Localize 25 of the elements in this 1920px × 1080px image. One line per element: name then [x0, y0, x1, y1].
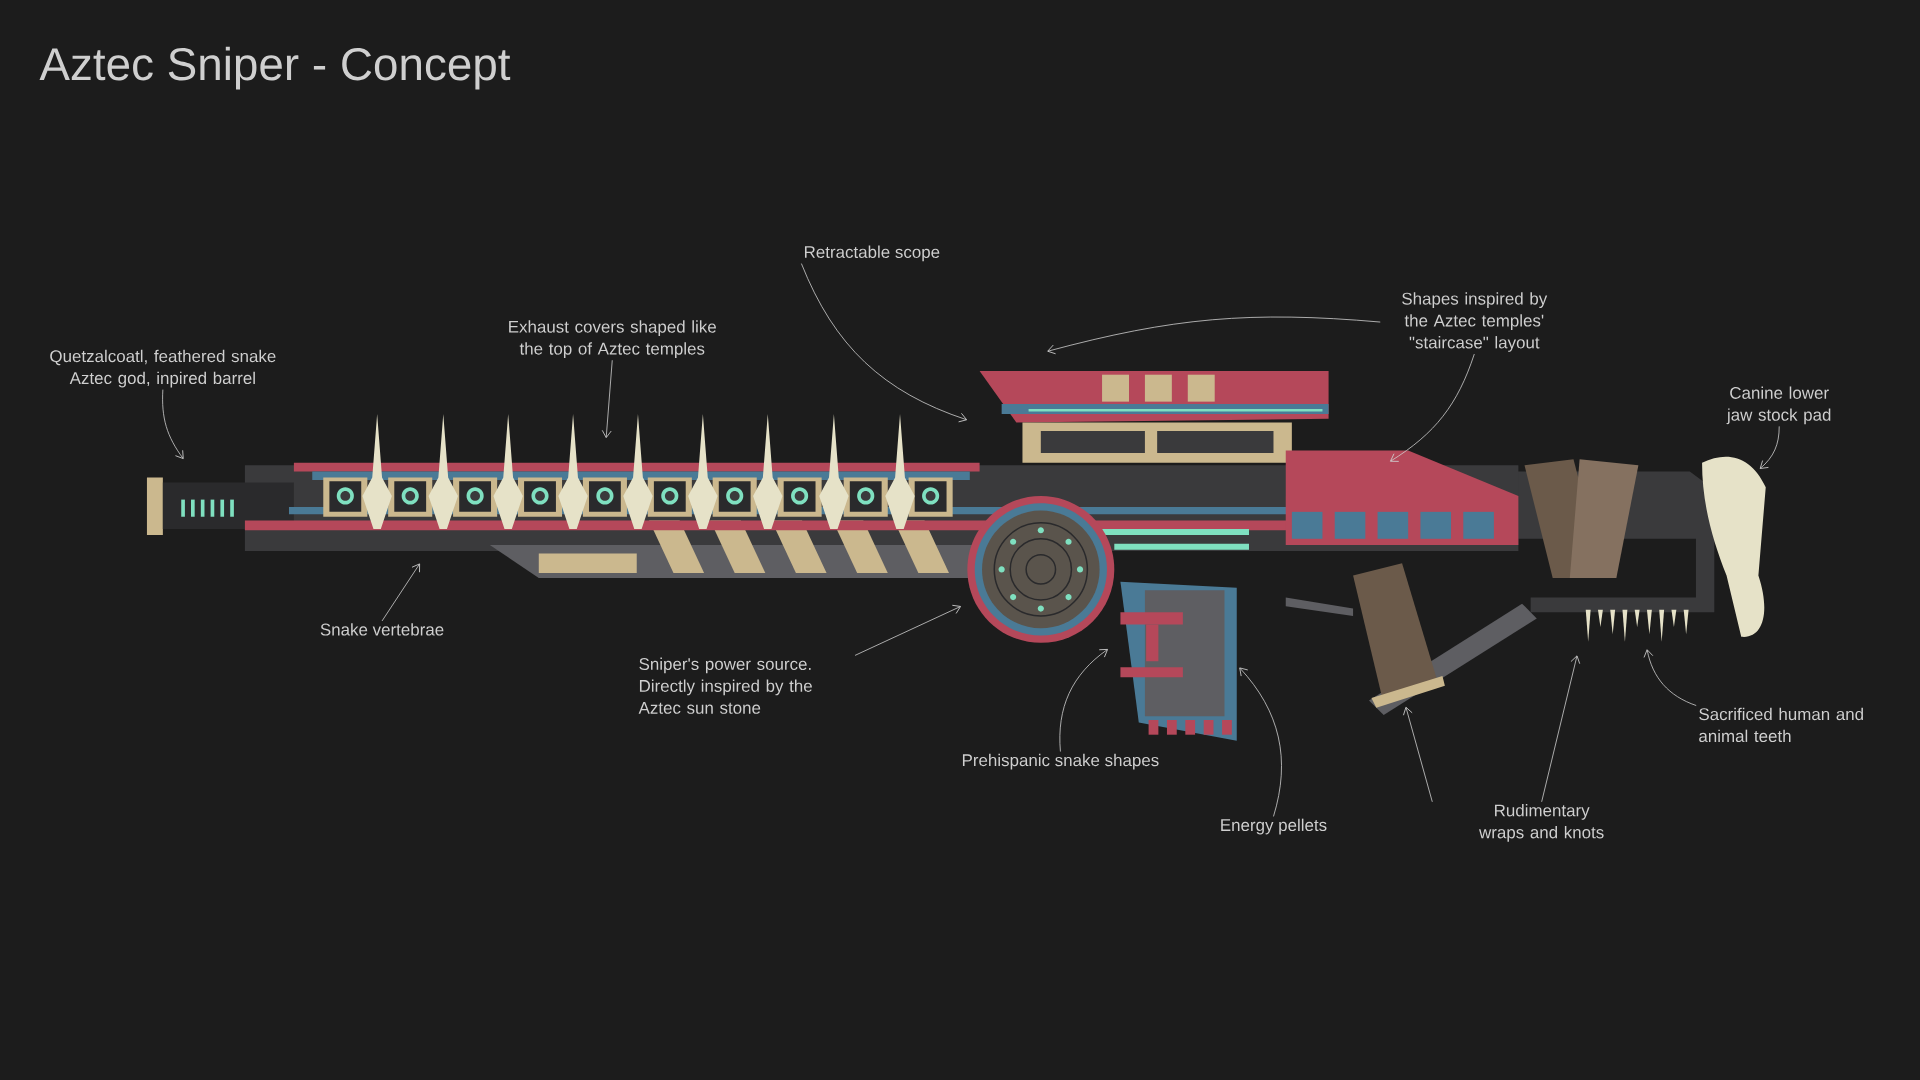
callout-text: Snake vertebrae	[320, 623, 444, 636]
callout-text: Retractable scope	[805, 245, 940, 262]
leader-line	[601, 359, 613, 439]
leader-line	[801, 263, 968, 423]
leader-line	[1759, 425, 1780, 469]
callout-text: Exhaust covers shaped like the top of Aztec temples	[509, 320, 716, 359]
callout-text: Sacrificed human and animal teeth	[1699, 707, 1863, 743]
callout-text: Rudimentary wraps and knots	[1479, 804, 1604, 842]
leader-line	[1643, 649, 1697, 706]
callout-text: Sniper's power source. Directly inspired by the Aztec sun stone	[638, 657, 812, 714]
leader-line	[1403, 706, 1433, 803]
leader-line	[1390, 353, 1475, 462]
leader-line	[162, 389, 184, 459]
leader-line	[1239, 667, 1282, 817]
callout-text: Energy pellets	[1221, 818, 1327, 835]
callout-text: Shapes inspired by the Aztec temples' "staircase" layout	[1402, 292, 1548, 352]
callout-text: Canine lower jaw stock pad	[1726, 386, 1831, 425]
title: Aztec Sniper - Concept	[39, 46, 511, 90]
leader-line	[381, 563, 420, 622]
leader-line	[1059, 649, 1108, 752]
callout-text: Quetzalcoatl, feathered snake Aztec god, inpired barrel	[50, 349, 276, 388]
leader-line	[1047, 316, 1381, 355]
leader-line	[854, 604, 961, 656]
callout-text: Prehispanic snake shapes	[962, 753, 1159, 770]
leader-line	[1541, 655, 1581, 803]
